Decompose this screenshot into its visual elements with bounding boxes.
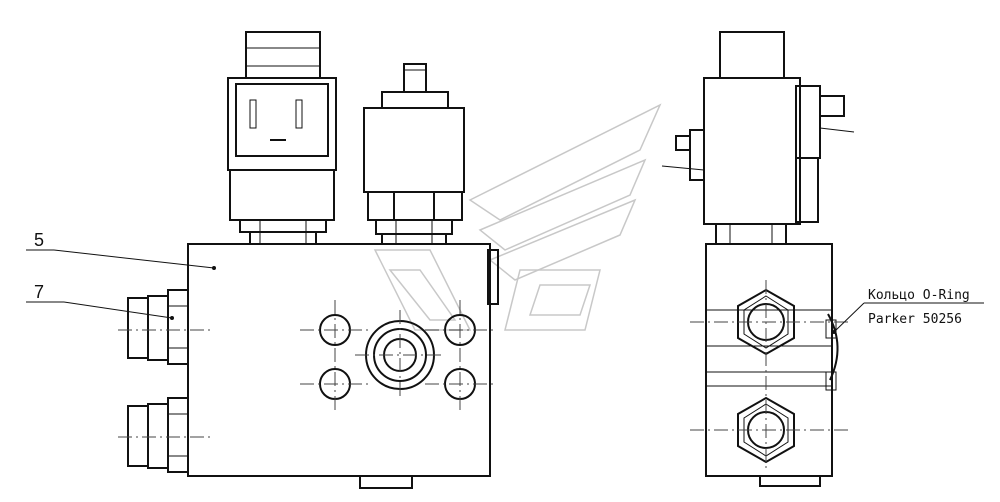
oring-label-line2: Parker 50256 bbox=[868, 312, 962, 327]
right-solenoid bbox=[363, 63, 465, 245]
callout-7-label: 7 bbox=[34, 282, 44, 302]
callout-oring: Кольцо O-Ring Parker 50256 bbox=[832, 288, 984, 334]
watermark-logo bbox=[373, 103, 662, 331]
callout-5: 5 bbox=[26, 230, 216, 270]
valve-body bbox=[187, 243, 499, 489]
left-fittings bbox=[127, 289, 189, 473]
front-holes bbox=[319, 314, 476, 400]
side-centerlines bbox=[690, 280, 850, 470]
front-view: 5 7 bbox=[26, 31, 499, 489]
side-view: Кольцо O-Ring Parker 50256 bbox=[661, 31, 984, 487]
front-centerlines bbox=[118, 300, 495, 438]
side-solenoid bbox=[661, 31, 855, 245]
callout-7: 7 bbox=[26, 282, 174, 320]
callout-5-label: 5 bbox=[34, 230, 44, 250]
side-body bbox=[705, 243, 839, 487]
left-solenoid bbox=[227, 31, 337, 245]
oring-label-line1: Кольцо O-Ring bbox=[868, 288, 970, 303]
